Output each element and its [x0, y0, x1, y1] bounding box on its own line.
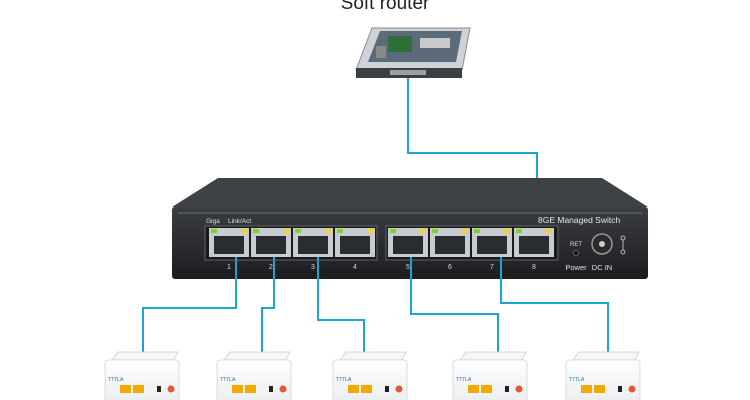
onu-device-4 [452, 351, 528, 400]
cable-port-3 [317, 257, 365, 355]
cable-port-7 [500, 257, 609, 355]
cable-port-2 [261, 257, 275, 355]
switch-port-2[interactable] [251, 228, 291, 257]
onu-brand-label-5: TTTLA [569, 377, 585, 383]
port-number-2: 2 [269, 264, 273, 271]
power-label: Power [565, 263, 587, 272]
dc-in-label: DC IN [592, 263, 612, 272]
router-title: Soft router [340, 0, 430, 14]
onu-device-5 [565, 351, 641, 400]
port-number-4: 4 [353, 264, 357, 271]
dc-in-pin-icon [599, 241, 605, 247]
giga-led-label: Giga [206, 218, 220, 225]
reset-button[interactable] [573, 250, 579, 256]
port-number-5: 5 [406, 264, 410, 271]
port-number-3: 3 [311, 264, 315, 271]
switch-port-4[interactable] [335, 228, 375, 257]
link-led-label: Link/Act [228, 218, 251, 225]
onu-brand-label-2: TTTLA [220, 377, 236, 383]
port-number-6: 6 [448, 264, 452, 271]
switch-port-1[interactable] [209, 228, 249, 257]
onu-device-3 [332, 351, 408, 400]
port-number-1: 1 [227, 264, 231, 271]
polarity-icon [620, 235, 626, 255]
onu-device-1 [104, 351, 180, 400]
switch-port-3[interactable] [293, 228, 333, 257]
onu-brand-label-3: TTTLA [336, 377, 352, 383]
switch-port-8[interactable] [514, 228, 554, 257]
cable-port-5 [410, 257, 499, 355]
switch-model-label: 8GE Managed Switch [538, 215, 620, 225]
onu-device-2 [216, 351, 292, 400]
reset-label: RET [570, 242, 582, 248]
switch-port-6[interactable] [430, 228, 470, 257]
cable-port-1 [142, 257, 237, 355]
onu-brand-label-4: TTTLA [456, 377, 472, 383]
switch-port-5[interactable] [388, 228, 428, 257]
onu-brand-label-1: TTTLA [108, 377, 124, 383]
onu-cables [142, 257, 609, 355]
port-number-8: 8 [532, 264, 536, 271]
switch-port-7[interactable] [472, 228, 512, 257]
port-number-7: 7 [490, 264, 494, 271]
soft-router [355, 27, 471, 78]
